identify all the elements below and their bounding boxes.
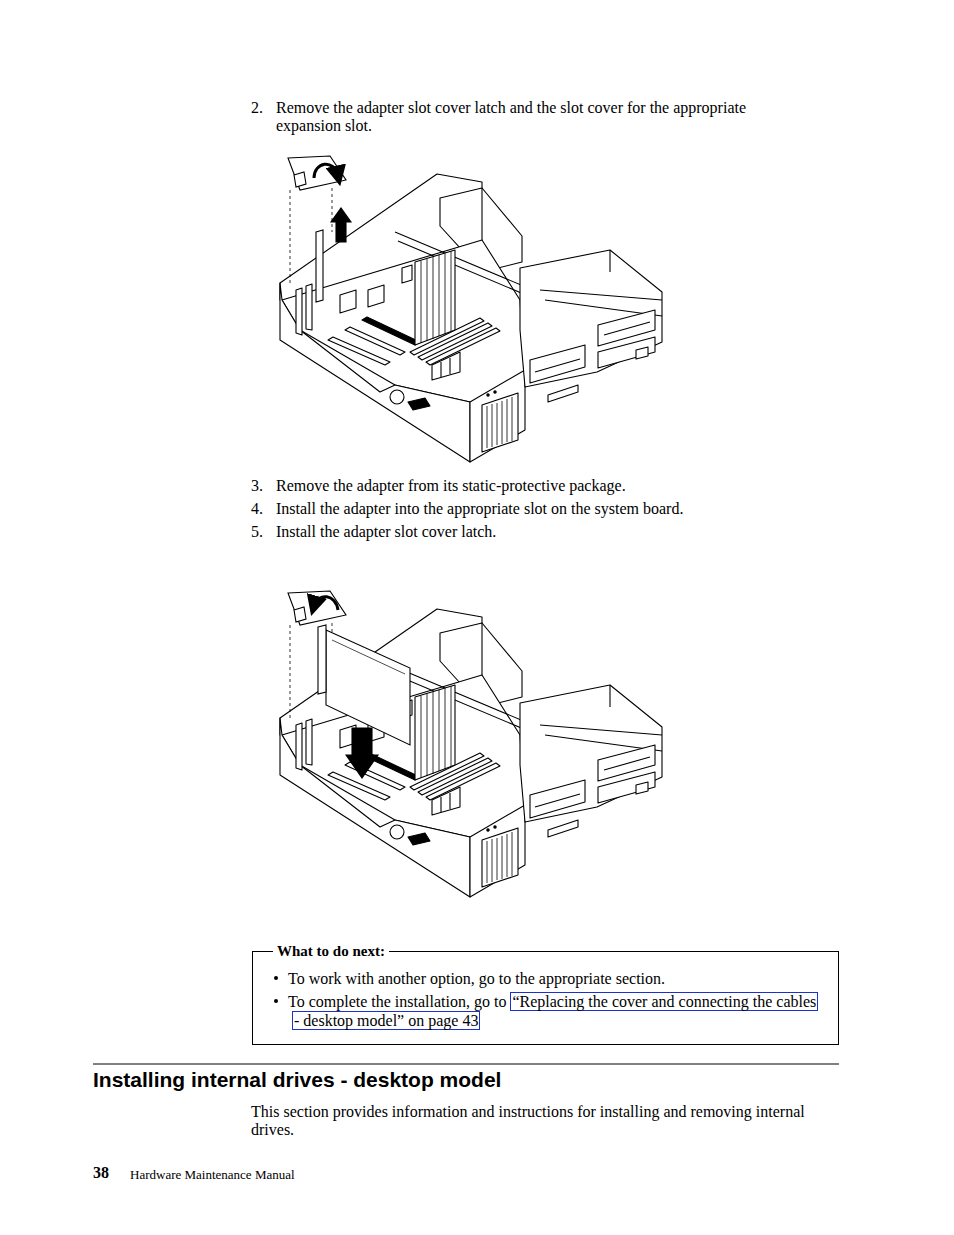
step-number: 3. xyxy=(251,477,263,495)
bullet xyxy=(274,999,278,1003)
bullet xyxy=(274,976,278,980)
bullet-text: To work with another option, go to the a… xyxy=(288,970,665,987)
section-heading: Installing internal drives - desktop mod… xyxy=(93,1067,833,1093)
step-text: Remove the adapter from its static-prote… xyxy=(276,477,816,495)
step-number: 5. xyxy=(251,523,263,541)
step-text: Remove the adapter slot cover latch and … xyxy=(276,99,804,135)
step-text: Install the adapter into the appropriate… xyxy=(276,500,816,518)
step-number: 2. xyxy=(251,99,263,117)
box-heading: What to do next: xyxy=(273,942,389,961)
bullet-item: To work with another option, go to the a… xyxy=(288,969,818,988)
body-paragraph: This section provides information and in… xyxy=(251,1103,816,1139)
slot-cover-removal xyxy=(288,156,351,302)
chassis-drawing xyxy=(280,609,662,897)
note-box: What to do next:To work with another opt… xyxy=(252,951,839,1045)
running-footer: Hardware Maintenance Manual xyxy=(130,1166,295,1184)
section-rule xyxy=(93,1064,839,1065)
bullet-text: To complete the installation, go to xyxy=(288,993,506,1010)
adapter-install xyxy=(288,591,410,778)
step-text: Install the adapter slot cover latch. xyxy=(276,523,816,541)
step-number: 4. xyxy=(251,500,263,518)
bullet-item: To complete the installation, go to“Repl… xyxy=(288,992,818,1030)
chassis-drawing xyxy=(280,174,662,462)
page-number: 38 xyxy=(93,1164,109,1182)
